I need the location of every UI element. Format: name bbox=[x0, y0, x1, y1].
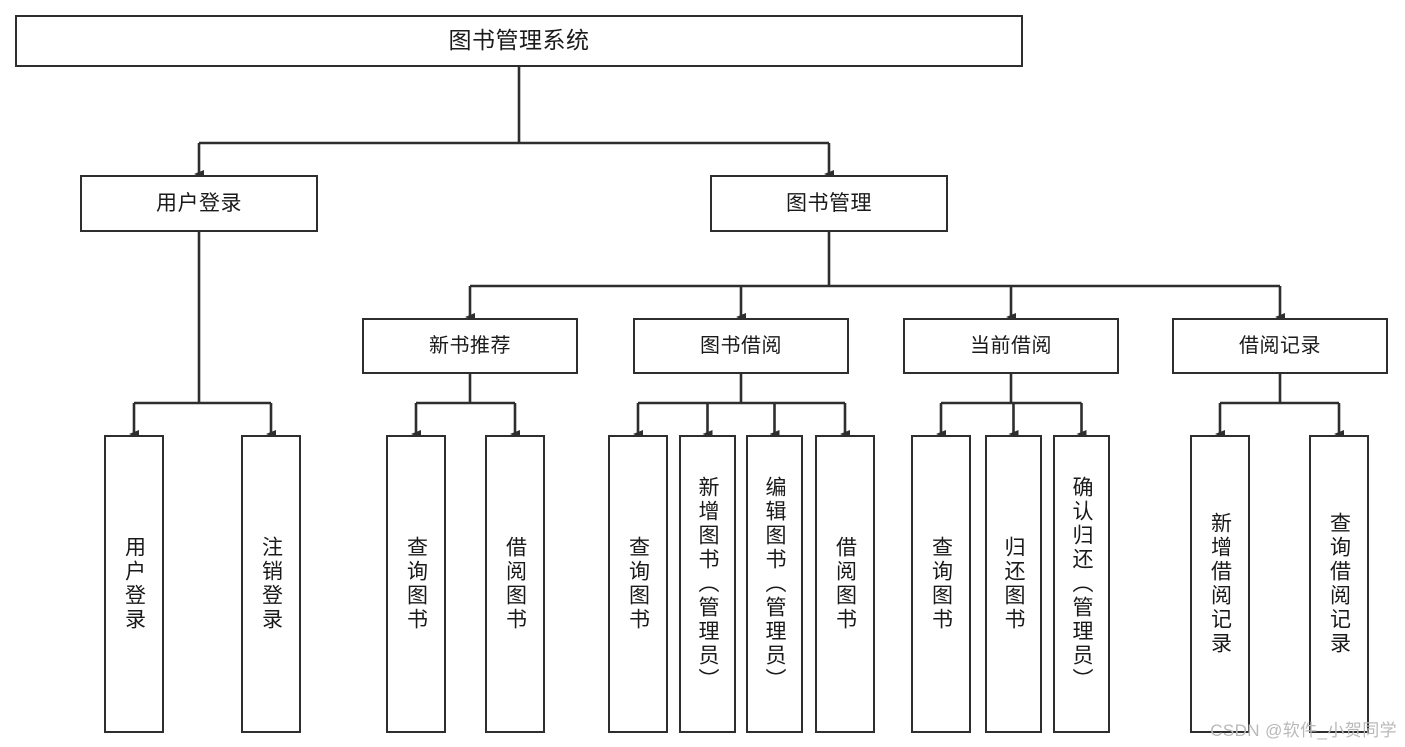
node-label: 注销登录 bbox=[259, 536, 283, 632]
node-current-borrow[interactable]: 当前借阅 bbox=[903, 318, 1119, 374]
node-leaf-return-book[interactable]: 归还图书 bbox=[985, 435, 1042, 733]
node-borrow-record[interactable]: 借阅记录 bbox=[1172, 318, 1388, 374]
node-label: 查询借阅记录 bbox=[1327, 512, 1351, 656]
node-label: 编辑图书（管理员） bbox=[763, 476, 786, 692]
node-label: 查询图书 bbox=[404, 536, 428, 632]
node-leaf-edit-book[interactable]: 编辑图书（管理员） bbox=[746, 435, 803, 733]
node-label: 归还图书 bbox=[1002, 536, 1025, 632]
node-leaf-confirm-return[interactable]: 确认归还（管理员） bbox=[1053, 435, 1110, 733]
node-leaf-query-book-1[interactable]: 查询图书 bbox=[386, 435, 446, 733]
node-label: 借阅图书 bbox=[503, 536, 527, 632]
csdn-watermark: CSDN @软件_小贺同学 bbox=[1210, 721, 1397, 740]
node-leaf-logout[interactable]: 注销登录 bbox=[241, 435, 301, 733]
node-label: 确认归还（管理员） bbox=[1070, 476, 1093, 692]
node-label: 图书管理 bbox=[786, 191, 872, 215]
node-leaf-query-book-3[interactable]: 查询图书 bbox=[911, 435, 971, 733]
node-leaf-user-login[interactable]: 用户登录 bbox=[104, 435, 164, 733]
node-leaf-borrow-book-1[interactable]: 借阅图书 bbox=[485, 435, 545, 733]
node-book-manage[interactable]: 图书管理 bbox=[710, 175, 948, 232]
node-label: 查询图书 bbox=[626, 536, 650, 632]
node-label: 查询图书 bbox=[929, 536, 953, 632]
node-label: 用户登录 bbox=[122, 536, 146, 632]
node-user-login[interactable]: 用户登录 bbox=[80, 175, 318, 232]
node-leaf-borrow-book-2[interactable]: 借阅图书 bbox=[815, 435, 875, 733]
node-label: 新增图书（管理员） bbox=[696, 476, 719, 692]
node-label: 图书管理系统 bbox=[448, 27, 590, 54]
node-leaf-query-book-2[interactable]: 查询图书 bbox=[608, 435, 668, 733]
node-root-root[interactable]: 图书管理系统 bbox=[15, 15, 1023, 67]
node-label: 用户登录 bbox=[156, 191, 242, 215]
node-label: 图书借阅 bbox=[700, 334, 782, 357]
node-leaf-add-book[interactable]: 新增图书（管理员） bbox=[679, 435, 736, 733]
node-label: 新增借阅记录 bbox=[1208, 512, 1232, 656]
node-label: 新书推荐 bbox=[429, 334, 511, 357]
node-label: 借阅记录 bbox=[1239, 334, 1321, 357]
node-new-book-rec[interactable]: 新书推荐 bbox=[362, 318, 578, 374]
node-book-borrow[interactable]: 图书借阅 bbox=[633, 318, 849, 374]
node-label: 当前借阅 bbox=[970, 334, 1052, 357]
node-label: 借阅图书 bbox=[833, 536, 857, 632]
node-leaf-add-record[interactable]: 新增借阅记录 bbox=[1190, 435, 1250, 733]
node-leaf-query-record[interactable]: 查询借阅记录 bbox=[1309, 435, 1369, 733]
